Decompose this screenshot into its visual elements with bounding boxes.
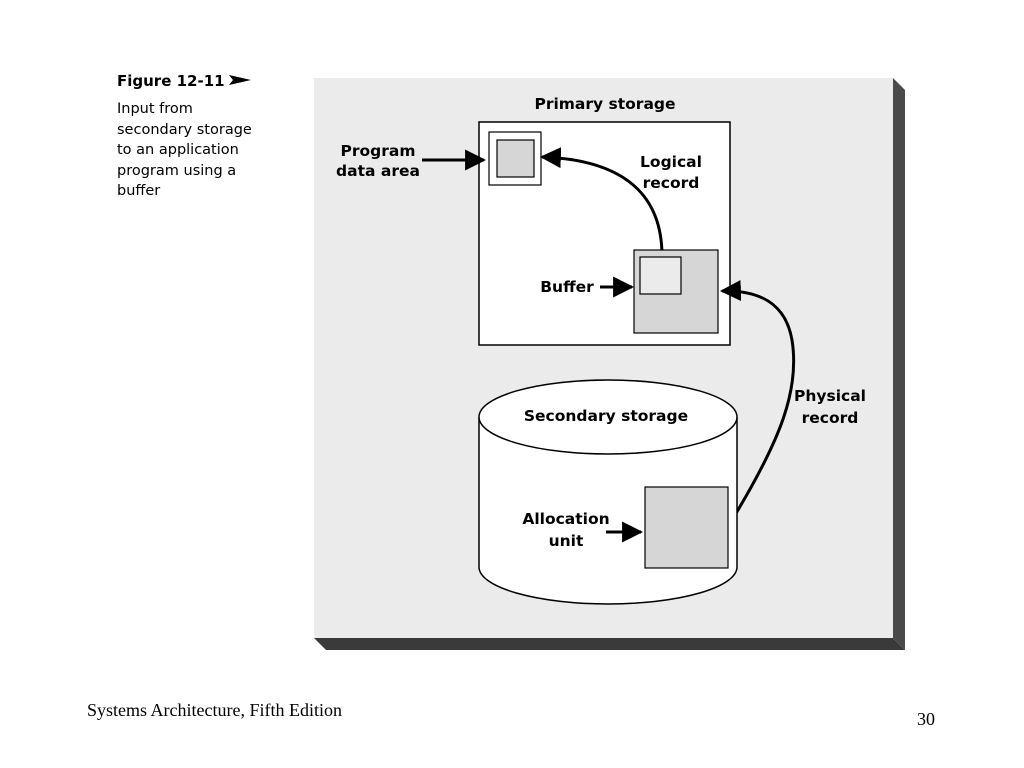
triangle-right-icon: [228, 72, 251, 90]
figure-title-row: Figure 12-11: [117, 72, 297, 90]
physical-record-label-line1: Physical: [794, 387, 866, 405]
program-data-area-record: [496, 139, 535, 178]
logical-record-label-line1: Logical: [640, 153, 702, 171]
cylinder-top: [478, 379, 738, 455]
buffer-label: Buffer: [540, 278, 594, 296]
footer-book-title: Systems Architecture, Fifth Edition: [87, 700, 342, 720]
figure-title: Figure 12-11: [117, 72, 225, 90]
physical-record-arrow: [719, 280, 796, 516]
panel-shadow-right: [893, 78, 905, 650]
primary-storage-label: Primary storage: [534, 95, 675, 113]
physical-record-label-line2: record: [802, 409, 859, 427]
footer-page-number: 30: [917, 709, 935, 729]
secondary-storage-label: Secondary storage: [524, 407, 688, 425]
logical-record-arrow: [539, 147, 664, 257]
buffer-logical-record: [639, 256, 682, 295]
program-data-area-label-line2: data area: [336, 162, 420, 180]
panel-shadow-bottom: [314, 638, 905, 650]
allocation-unit-box: [644, 486, 729, 569]
allocation-unit-label-line2: unit: [549, 532, 584, 550]
program-data-area-label-line1: Program: [340, 142, 415, 160]
figure-caption: Figure 12-11 Input from secondary storag…: [117, 72, 297, 202]
logical-record-label-line2: record: [643, 174, 700, 192]
figure-description: Input from secondary storage to an appli…: [117, 101, 252, 199]
allocation-unit-label-line1: Allocation: [522, 510, 609, 528]
